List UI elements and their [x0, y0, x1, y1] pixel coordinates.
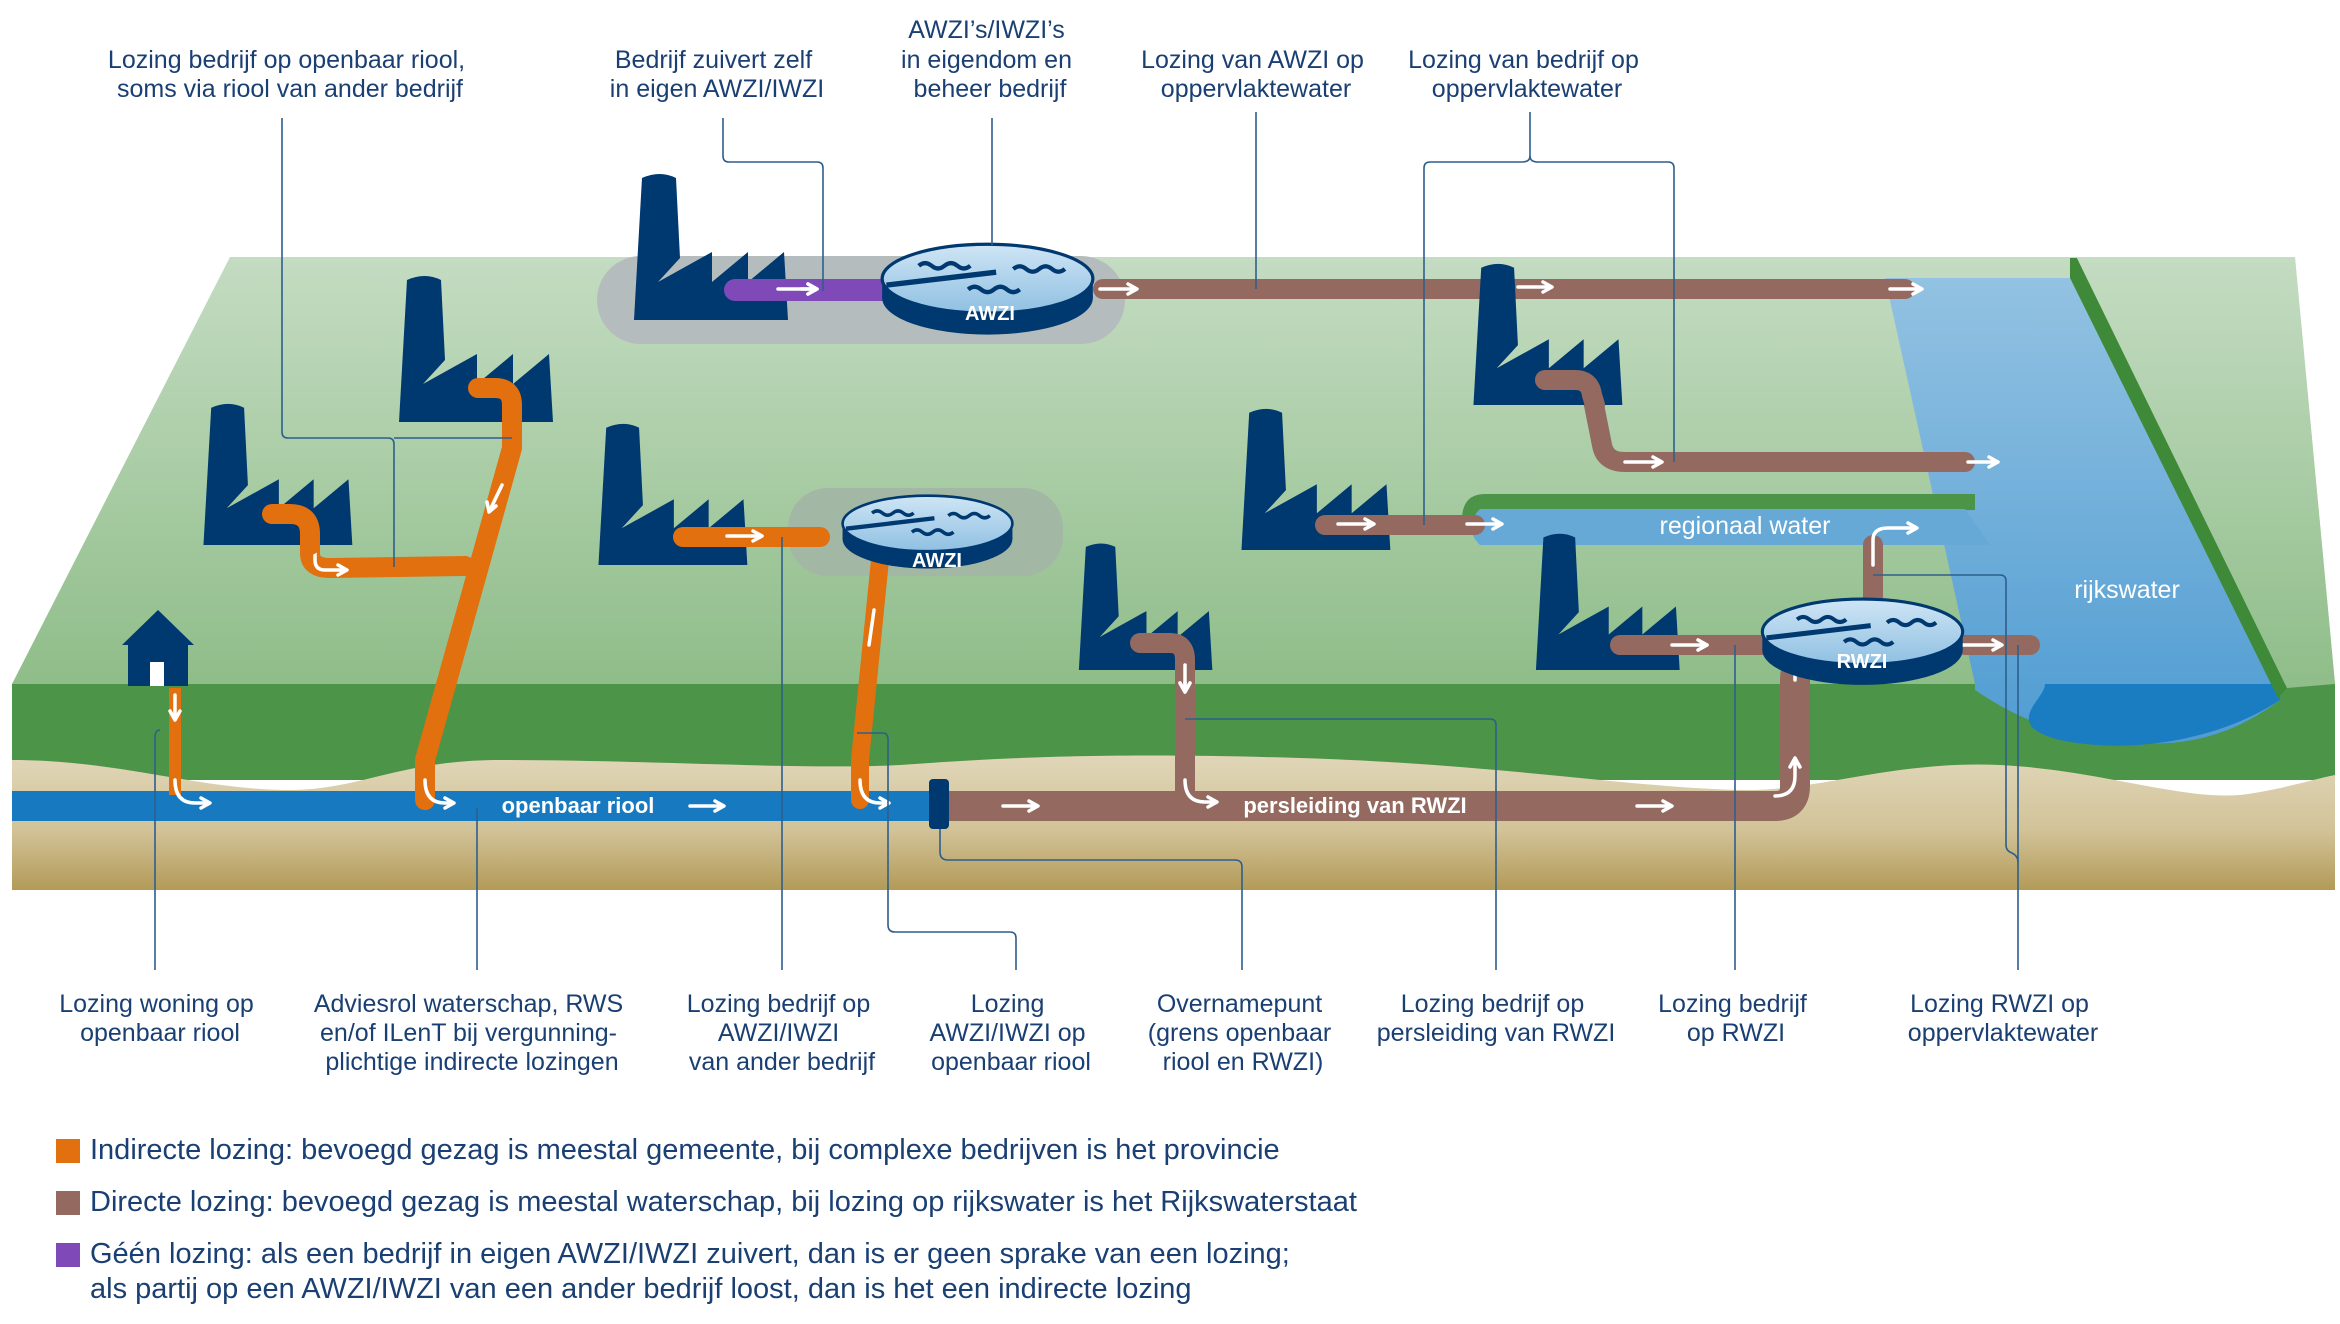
- arrow-persleiding: [1001, 799, 1040, 813]
- label-lozing-awzi-riool: Lozing AWZI/IWZI op openbaar riool: [930, 990, 1093, 1076]
- rwzi: RWZI: [1762, 599, 1962, 685]
- arrow-awzi-riool-diag: [867, 608, 876, 647]
- arrow-factory2-turn: [423, 778, 456, 810]
- arrow-persleiding-2: [1635, 799, 1674, 813]
- ground-surface: [12, 257, 2335, 684]
- awzi-top: AWZI: [882, 244, 1093, 334]
- rwzi-label: RWZI: [1837, 651, 1888, 673]
- rijkswater-deep: [2028, 684, 2280, 746]
- ground-sand: [12, 755, 2335, 890]
- rijkswater-far-bank: [2070, 258, 2287, 698]
- openbaar-riool-label: openbaar riool: [502, 793, 655, 818]
- legend-text-none: Géén lozing: als een bedrijf in eigen AW…: [90, 1238, 1290, 1305]
- arrow-persleiding-up: [1773, 756, 1802, 798]
- awzi-mid: AWZI: [843, 496, 1013, 572]
- label-awzi-eigendom: AWZI’s/IWZI’s in eigendom en beheer bedr…: [901, 16, 1079, 103]
- rijkswater-label: rijkswater: [2074, 576, 2180, 604]
- label-lozing-bedrijf-rwzi: Lozing bedrijf op RWZI: [1658, 990, 1814, 1047]
- label-lozing-rwzi-oppervlaktewater: Lozing RWZI op oppervlaktewater: [1908, 990, 2098, 1047]
- legend-text-indirect: Indirecte lozing: bevoegd gezag is meest…: [90, 1134, 1280, 1166]
- overnamepunt-marker: [929, 779, 949, 829]
- legend: Indirecte lozing: bevoegd gezag is meest…: [56, 1133, 1357, 1324]
- rijkswater-surface: [1885, 278, 2280, 744]
- arrow-rwzi-up: [1871, 521, 1919, 567]
- arrow-house-turn: [173, 778, 212, 810]
- arrow-factory-persleiding-turn: [1183, 778, 1219, 809]
- awzi-top-label: AWZI: [965, 303, 1015, 325]
- legend-text-direct: Directe lozing: bevoegd gezag is meestal…: [90, 1186, 1357, 1218]
- label-lozing-woning: Lozing woning op openbaar riool: [59, 990, 261, 1047]
- rijkswater: rijkswater: [1885, 258, 2335, 746]
- leader-lines: [154, 112, 2019, 970]
- arrow-top-pipe-end: [1888, 282, 1924, 296]
- arrow-into-regional: [1465, 517, 1504, 531]
- arrow-factory-rijk-end: [1966, 455, 2000, 469]
- ground: [12, 257, 2335, 890]
- regionaal-water-label: regionaal water: [1660, 512, 1831, 540]
- legend-swatch-none: [56, 1243, 80, 1267]
- house-icon: [122, 610, 194, 686]
- label-bedrijf-zuivert-zelf: Bedrijf zuivert zelf in eigen AWZI/IWZI: [610, 46, 824, 103]
- arrow-top-pipe: [1516, 280, 1554, 294]
- arrow-awzi-turn: [858, 778, 891, 810]
- regionaal-water-channel: [1471, 509, 1990, 545]
- arrows-overlay: [725, 282, 1709, 694]
- label-lozing-bedrijf-openbaar-riool: Lozing bedrijf op openbaar riool, soms v…: [108, 46, 472, 103]
- label-lozing-bedrijf-awzi: Lozing bedrijf op AWZI/IWZI van ander be…: [687, 990, 877, 1076]
- arrow-rwzi-out: [1958, 638, 2004, 652]
- persleiding-label: persleiding van RWZI: [1243, 793, 1466, 818]
- top-labels: Lozing bedrijf op openbaar riool, soms v…: [108, 16, 1646, 103]
- arrow-awzi-out: [1098, 282, 1139, 296]
- arrow-factory1-turn: [313, 543, 349, 577]
- ground-grass-front: [12, 684, 2335, 780]
- label-lozing-persleiding: Lozing bedrijf op persleiding van RWZI: [1377, 990, 1616, 1047]
- legend-swatch-indirect: [56, 1139, 80, 1163]
- legend-item-none: Géén lozing: als een bedrijf in eigen AW…: [56, 1237, 1357, 1307]
- legend-swatch-direct: [56, 1191, 80, 1215]
- legend-item-indirect: Indirecte lozing: bevoegd gezag is meest…: [56, 1133, 1357, 1168]
- pipe-overlays: [262, 279, 1700, 682]
- arrow-house-down: [168, 693, 182, 722]
- label-lozing-bedrijf-oppervlaktewater: Lozing van bedrijf op oppervlaktewater: [1408, 46, 1646, 103]
- legend-item-direct: Directe lozing: bevoegd gezag is meestal…: [56, 1185, 1357, 1220]
- regionaal-water: regionaal water: [1462, 494, 1990, 545]
- label-lozing-awzi-oppervlaktewater: Lozing van AWZI op oppervlaktewater: [1141, 46, 1371, 103]
- arrow-factory2-diag: [485, 483, 504, 514]
- arrow-riool: [688, 799, 726, 813]
- arrow-factory-rijk: [1623, 455, 1664, 469]
- bottom-labels: Lozing woning op openbaar riool Adviesro…: [59, 990, 2098, 1076]
- label-overnamepunt: Overnamepunt (grens openbaar riool en RW…: [1148, 990, 1338, 1076]
- rijkswater-far-bank-top: [2077, 258, 2335, 688]
- label-adviesrol: Adviesrol waterschap, RWS en/of ILenT bi…: [314, 990, 630, 1076]
- awzi-mid-label: AWZI: [912, 550, 962, 572]
